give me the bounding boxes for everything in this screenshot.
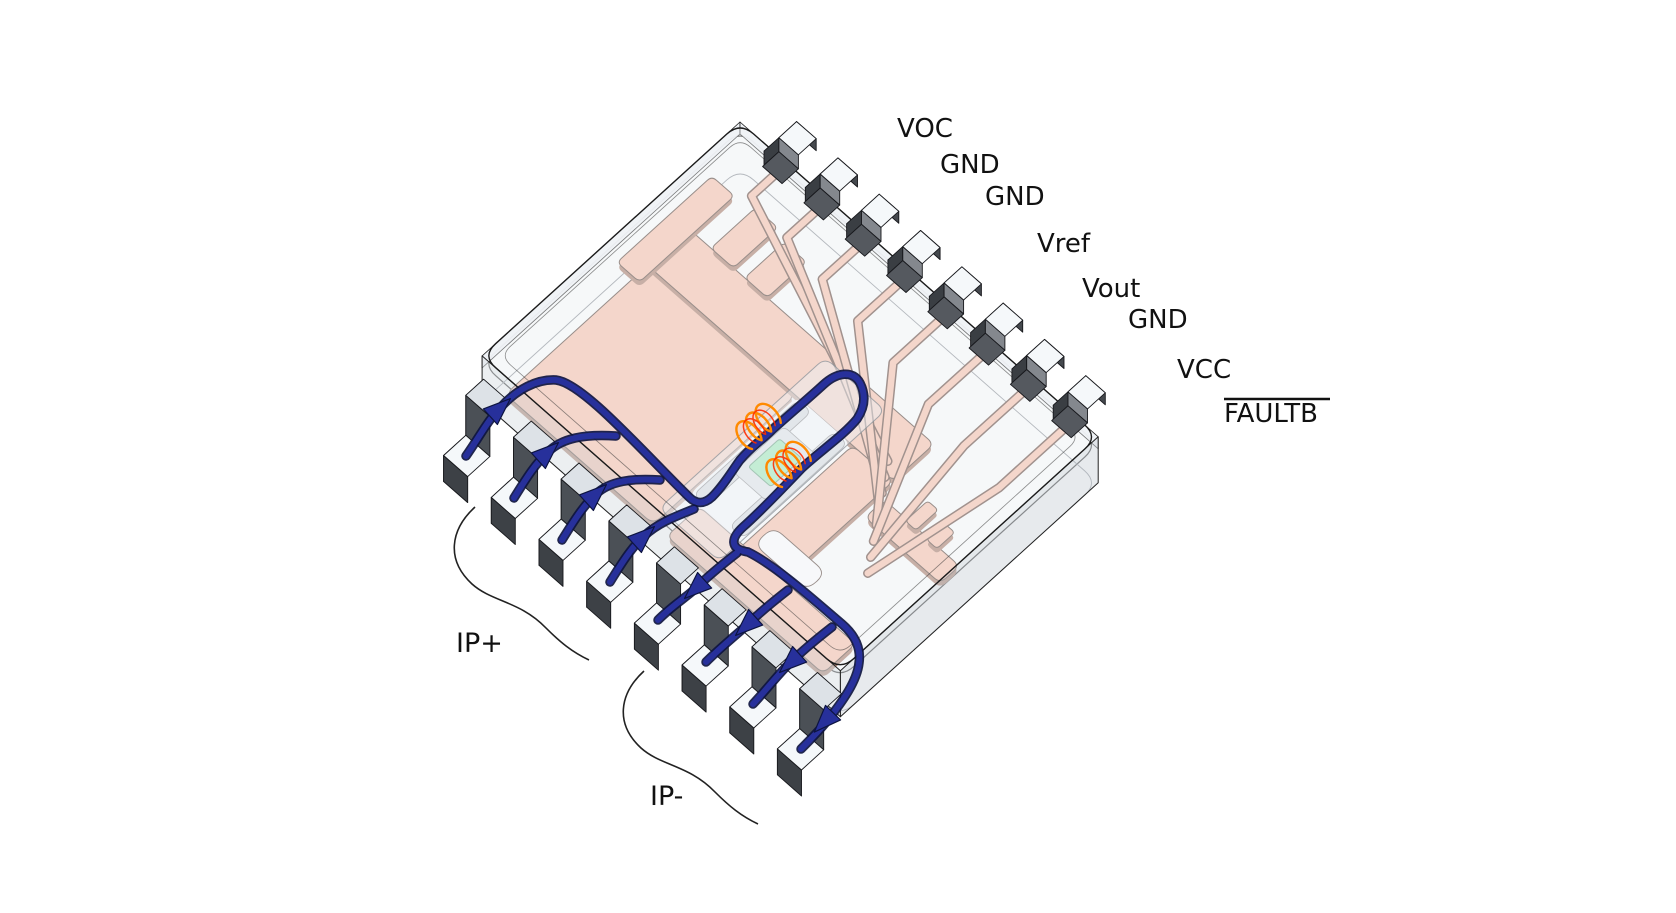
pin-label-gnd-3: GND (1128, 305, 1188, 335)
signal-pin-2 (844, 193, 900, 257)
pin-label-voc: VOC (897, 114, 953, 144)
ip-minus-pin-2 (729, 630, 795, 755)
pin-label-gnd-1: GND (940, 150, 1000, 180)
ip-minus-brace (622, 670, 759, 825)
signal-pin-0 (762, 121, 817, 185)
current-arrow (684, 571, 713, 599)
current-arrow (735, 608, 764, 636)
magnetic-field-coil-icon (765, 440, 812, 489)
current-arrow (813, 704, 842, 733)
package-shell (481, 127, 1099, 718)
signal-pin-7 (1051, 375, 1106, 439)
pin-label-gnd-2: GND (985, 182, 1045, 212)
field-coils (735, 402, 812, 489)
pin-label-faultb: FAULTB (1224, 399, 1318, 429)
current-arrow (779, 645, 808, 673)
pin-label-vout: Vout (1082, 274, 1140, 304)
terminal-label-ip-minus: IP- (650, 781, 683, 812)
current-arrow (530, 442, 559, 470)
signal-pin-6 (1009, 338, 1065, 402)
pin-label-vref: Vref (1037, 229, 1091, 259)
ip-plus-brace (453, 506, 590, 661)
magnetic-field-coil-icon (735, 402, 782, 451)
current-arrow (482, 398, 511, 426)
ic-package-figure (443, 121, 1106, 797)
terminal-label-ip-plus: IP+ (456, 628, 503, 659)
ip-minus-pin-0 (633, 546, 699, 671)
current-arrow (578, 484, 607, 512)
signal-pin-4 (927, 266, 982, 330)
signal-pins (762, 121, 1106, 439)
signal-pin-5 (968, 302, 1024, 366)
signal-pin-3 (886, 230, 941, 293)
ip-plus-pin-3 (586, 504, 652, 629)
current-arrow (626, 526, 655, 554)
signal-pin-1 (803, 157, 858, 221)
current-path (461, 369, 869, 754)
pin-label-vcc: VCC (1177, 355, 1231, 385)
